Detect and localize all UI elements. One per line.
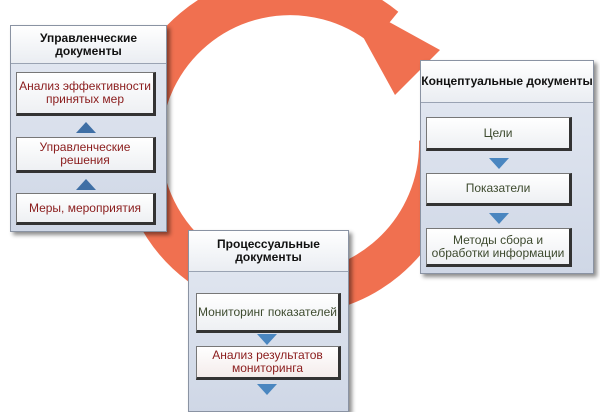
- panel-title: Концептуальные документы: [421, 61, 593, 103]
- panel-conceptual: Концептуальные документы Цели Показатели…: [420, 60, 594, 274]
- arrow-up-icon: [76, 179, 96, 190]
- arrow-down-icon: [489, 158, 509, 169]
- item-goals: Цели: [426, 117, 572, 151]
- item-measures: Меры, мероприятия: [16, 193, 156, 225]
- item-management-decisions: Управленческие решения: [16, 137, 156, 173]
- item-effectiveness-analysis: Анализ эффективности принятых мер: [16, 72, 156, 116]
- arrow-down-icon: [257, 334, 277, 345]
- arrow-up-icon: [76, 122, 96, 133]
- arrow-down-icon: [257, 384, 277, 395]
- panel-process: Процессуальные документы Мониторинг пока…: [188, 230, 349, 412]
- panel-title: Управленческие документы: [11, 26, 166, 64]
- item-monitoring: Мониторинг показателей: [196, 293, 341, 333]
- item-collection-methods: Методы сбора и обработки информации: [426, 228, 572, 267]
- arrow-down-icon: [489, 213, 509, 224]
- item-indicators: Показатели: [426, 173, 572, 206]
- item-monitoring-analysis: Анализ результатов мониторинга: [196, 346, 341, 380]
- panel-title: Процессуальные документы: [189, 231, 348, 272]
- panel-management: Управленческие документы Анализ эффектив…: [10, 25, 167, 232]
- cycle-arrowhead-icon: [342, 0, 440, 95]
